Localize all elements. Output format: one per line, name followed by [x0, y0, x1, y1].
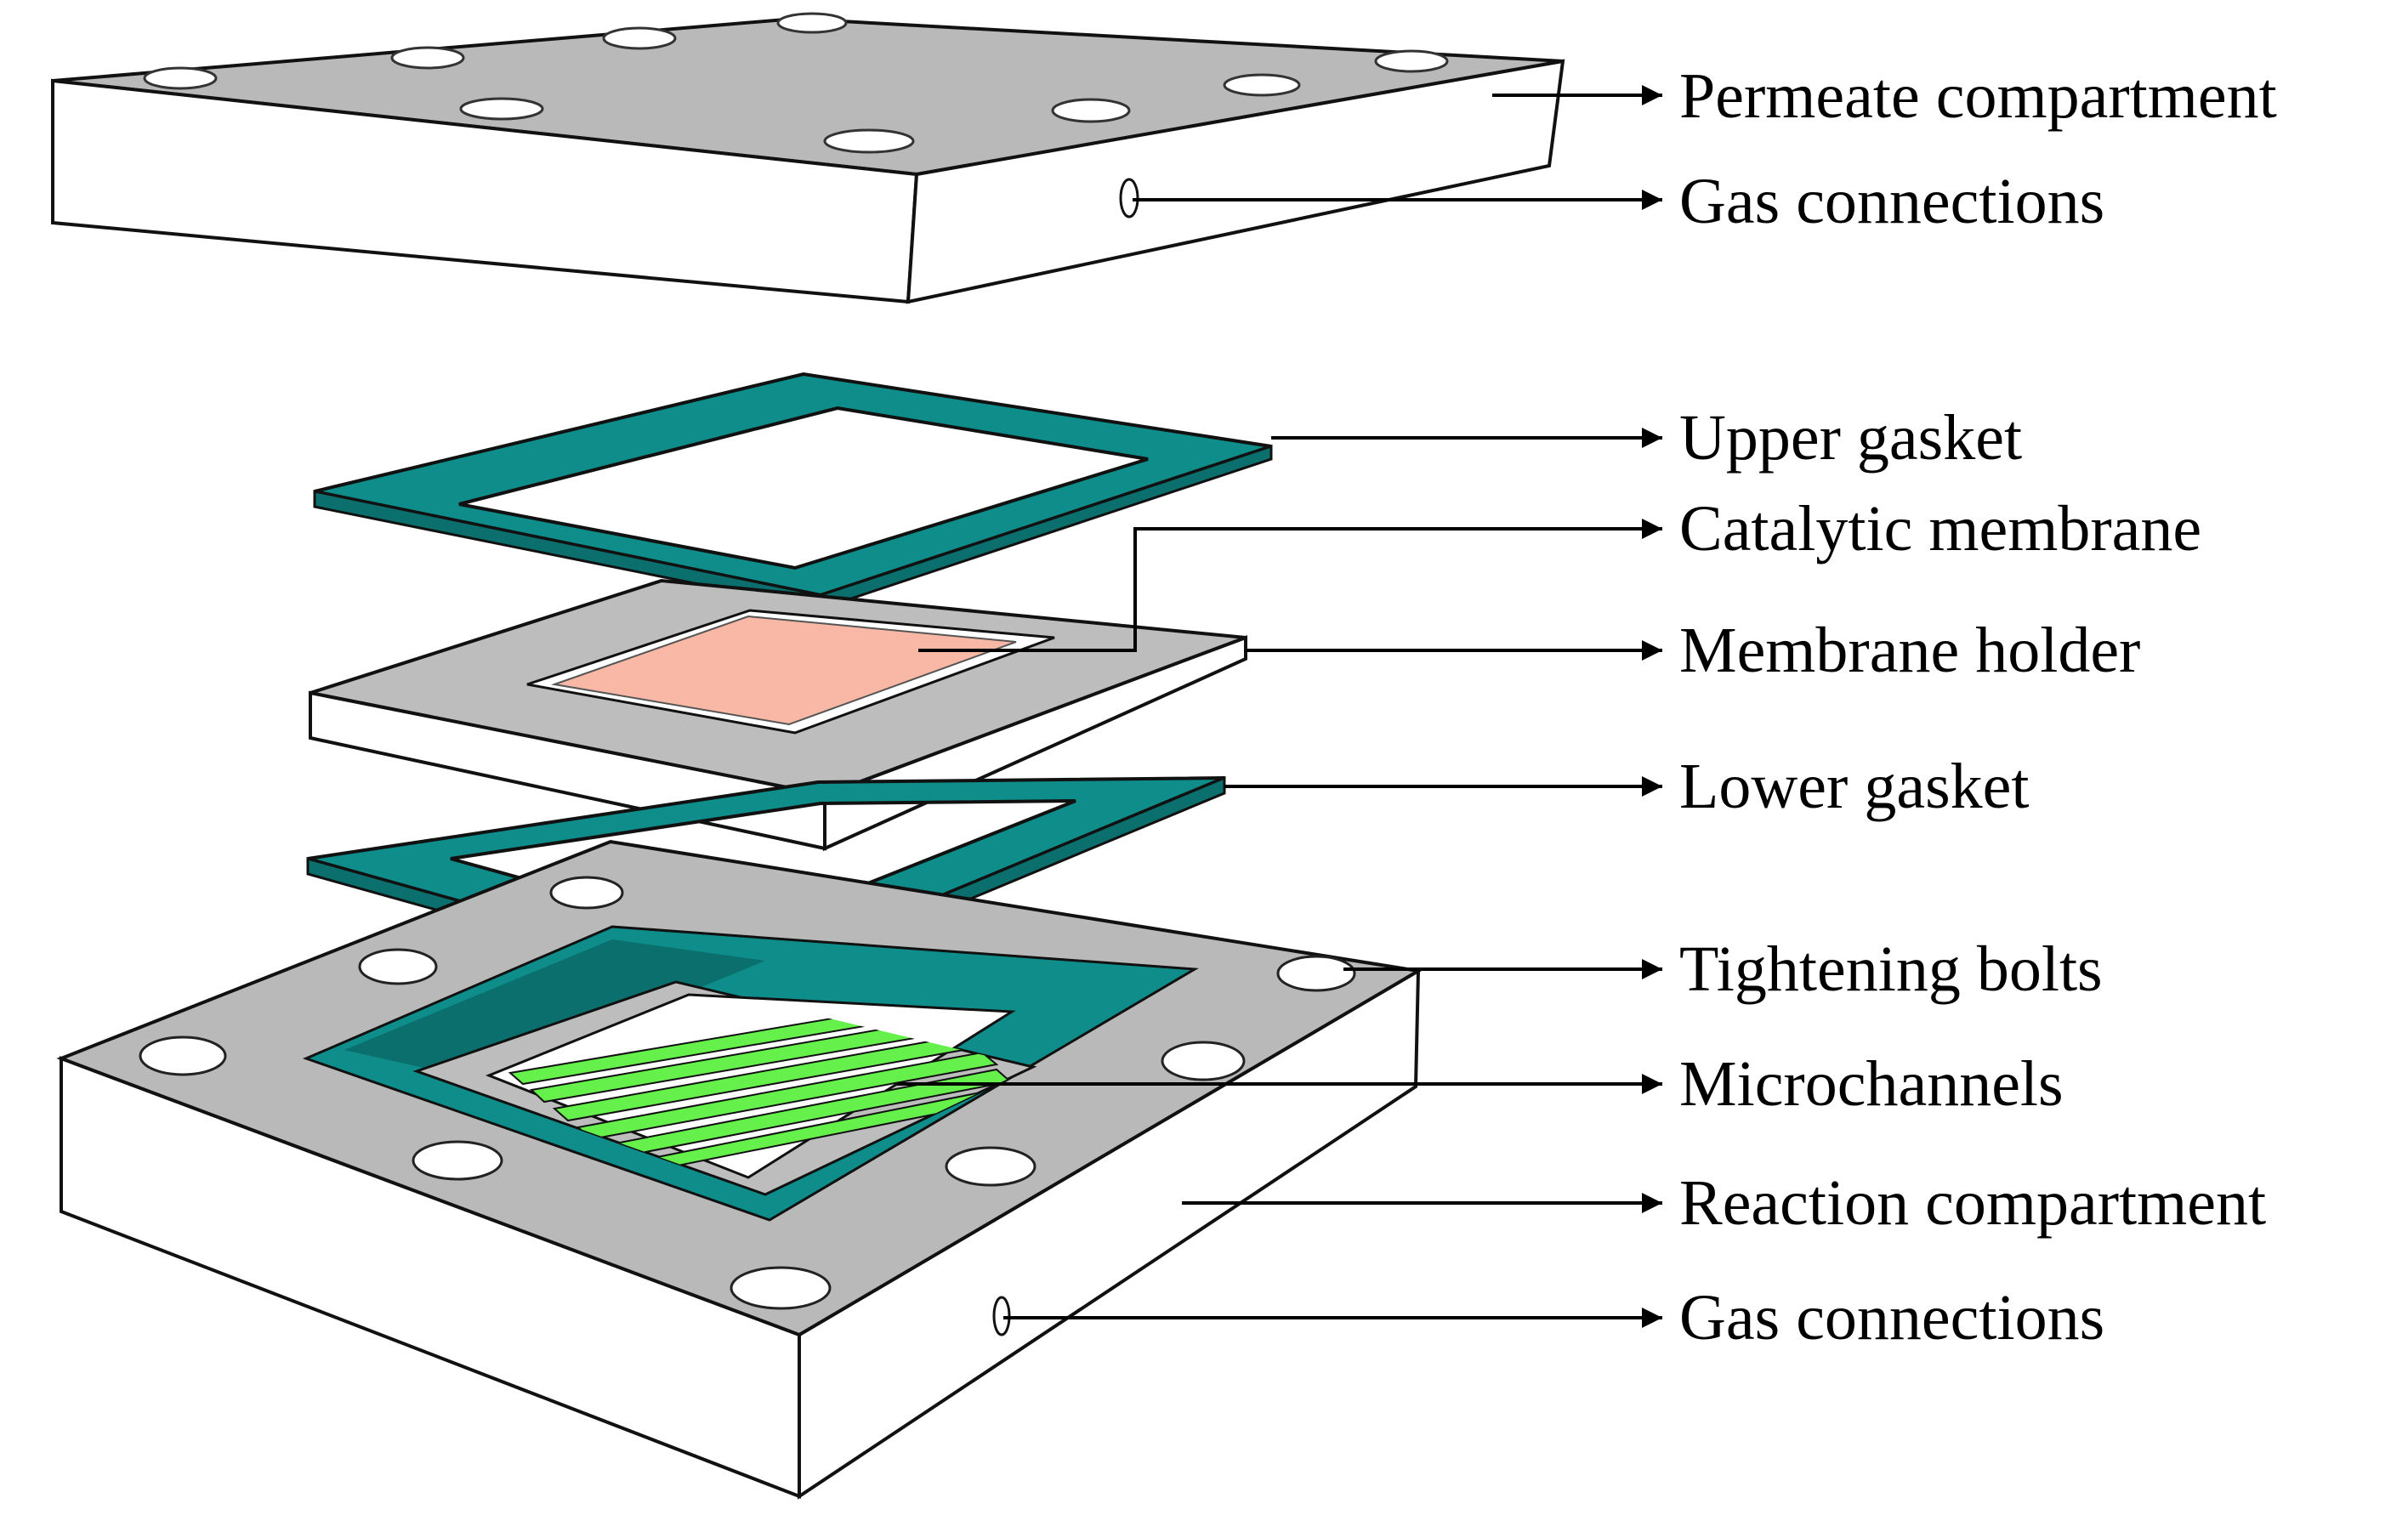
bolt-hole — [358, 948, 438, 985]
reaction-compartment-plate — [56, 839, 1423, 1500]
label-gas-connections-top: Gas connections — [1679, 166, 2104, 237]
bolt-hole — [549, 876, 624, 910]
bolt-hole — [945, 1146, 1036, 1187]
bolt-hole — [139, 1036, 227, 1076]
leader-catalytic-membrane — [918, 519, 1662, 652]
bolt-hole — [412, 1140, 503, 1181]
label-lower-gasket: Lower gasket — [1679, 751, 2030, 822]
bolt-hole — [1161, 1041, 1246, 1081]
reaction-recess-shadow — [344, 939, 765, 1080]
label-membrane-holder: Membrane holder — [1679, 615, 2140, 686]
catalytic-membrane — [551, 615, 1017, 726]
label-upper-gasket: Upper gasket — [1679, 402, 2022, 474]
label-microchannels: Microchannels — [1679, 1048, 2064, 1120]
upper-gasket-frame — [314, 372, 1272, 598]
label-reaction-compartment: Reaction compartment — [1679, 1167, 2266, 1239]
label-catalytic-membrane: Catalytic membrane — [1679, 493, 2201, 565]
labels: Permeate compartment Gas connections Upp… — [1679, 60, 2277, 1353]
upper-gasket — [313, 372, 1273, 611]
label-permeate-compartment: Permeate compartment — [1679, 60, 2277, 132]
leader-lines — [897, 85, 1662, 1328]
tightening-bolt-holes — [139, 876, 1356, 1310]
bolt-hole — [730, 1266, 832, 1310]
label-tightening-bolts: Tightening bolts — [1679, 933, 2103, 1005]
permeate-bolt-holes — [143, 12, 1449, 154]
label-gas-connections-bottom: Gas connections — [1679, 1282, 2104, 1353]
permeate-plate-right-face — [906, 59, 1565, 304]
microchannels — [508, 1001, 1025, 1175]
permeate-compartment-plate — [51, 12, 1565, 304]
bolt-hole — [1276, 955, 1356, 992]
